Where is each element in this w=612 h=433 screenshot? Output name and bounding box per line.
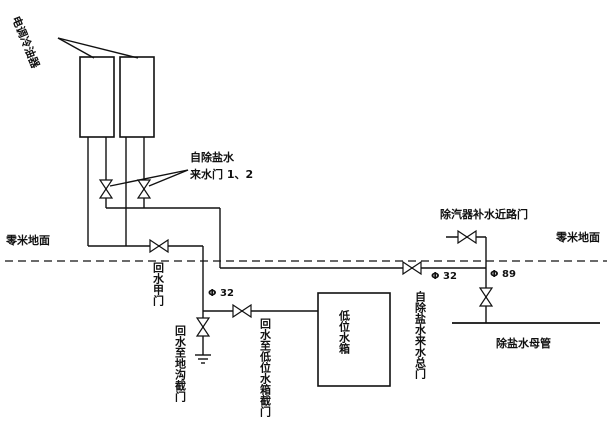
cooler-unit-1 bbox=[79, 56, 115, 138]
header-label: 除盐水母管 bbox=[496, 336, 551, 350]
return-to-tank-valve[interactable] bbox=[232, 303, 252, 319]
return-to-trench-label: 回水至地沟截门 bbox=[174, 324, 187, 403]
cooler-label: 电调冷油器 bbox=[9, 14, 43, 71]
drain-symbol bbox=[195, 354, 211, 364]
inlet-valve-2[interactable] bbox=[136, 179, 152, 199]
demin-inlet-valve[interactable] bbox=[402, 260, 422, 276]
phi89-label: Φ 89 bbox=[490, 269, 516, 280]
ground-left-label: 零米地面 bbox=[5, 233, 50, 247]
demin-inlet-label: 自除盐水来水总门 bbox=[414, 290, 428, 380]
inlet-valve-1[interactable] bbox=[98, 179, 114, 199]
return-main-label: 回水甲门 bbox=[152, 261, 165, 307]
inlet-valves-leader-1 bbox=[109, 169, 189, 187]
return-to-trench-valve[interactable] bbox=[195, 317, 211, 337]
ground-right-label: 零米地面 bbox=[555, 230, 600, 244]
phi32-right-label: Φ 32 bbox=[431, 271, 457, 282]
deaerator-label: 除汽器补水近路门 bbox=[440, 207, 528, 221]
inlet-valves-label-line1: 自除盐水 bbox=[190, 150, 235, 164]
cooler-leader-1 bbox=[57, 37, 95, 59]
low-level-tank bbox=[317, 292, 391, 387]
return-to-tank-label: 回水至低位水箱截门 bbox=[259, 317, 273, 418]
cooler-unit-2 bbox=[119, 56, 155, 138]
inlet-valves-leader-2 bbox=[148, 169, 189, 187]
cooler-leader-2 bbox=[57, 37, 139, 59]
phi32-left-label: Φ 32 bbox=[208, 288, 234, 299]
deaerator-bypass-valve[interactable] bbox=[457, 229, 477, 245]
header-valve[interactable] bbox=[478, 287, 494, 307]
tank-label: 低位水箱 bbox=[338, 309, 352, 355]
return-main-valve[interactable] bbox=[149, 238, 169, 254]
inlet-valves-label-line2: 来水门 1、2 bbox=[189, 167, 253, 181]
